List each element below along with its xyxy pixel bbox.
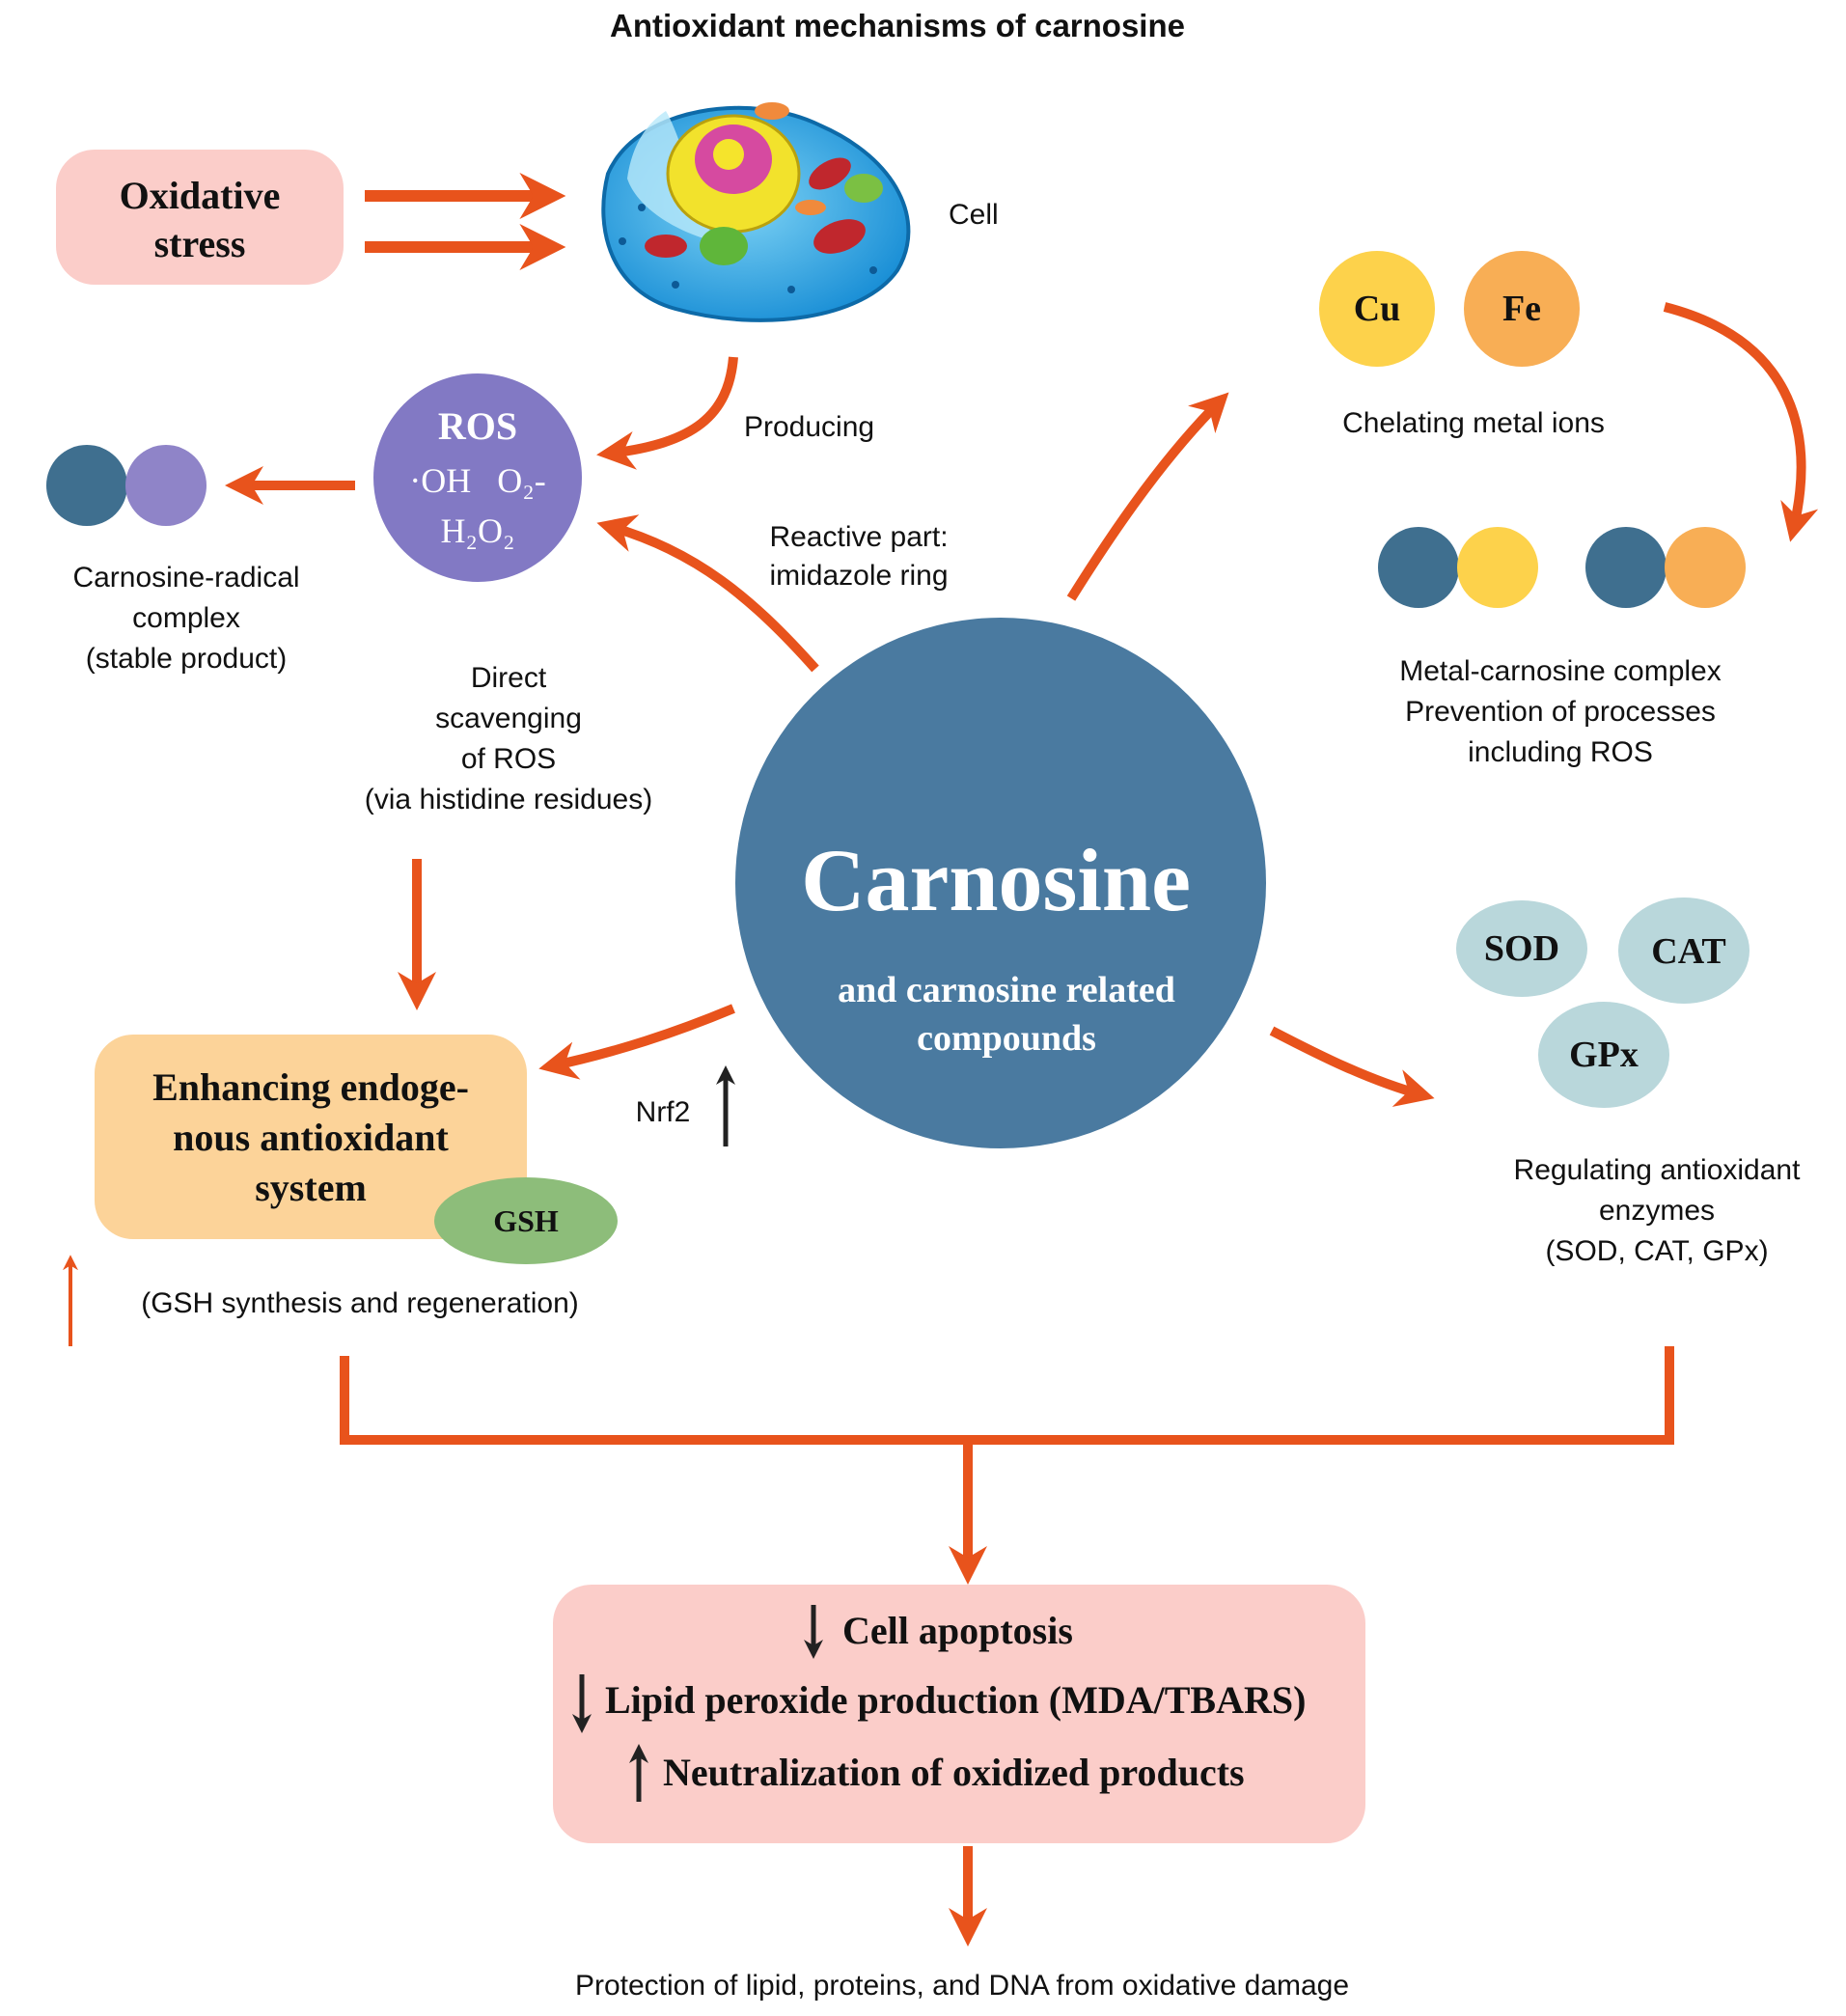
metal-complex-line2: Prevention of processes (1405, 696, 1716, 728)
oxidative-stress-box (56, 150, 344, 285)
reactive-part-line1: Reactive part: (769, 521, 948, 553)
carnosine-to-endogenous-arrow (538, 1004, 735, 1080)
direct-scavenging-line3: of ROS (461, 743, 556, 775)
endogenous-box (95, 1035, 527, 1239)
gpx-label: GPx (1569, 1035, 1639, 1075)
carnosine-to-ros-arrow (596, 514, 819, 673)
carnosine-ball (46, 445, 127, 526)
carnosine-subtitle-line1: and carnosine related (838, 970, 1175, 1010)
ros-species-line1: ·OH O₂- (409, 461, 546, 500)
carnosine-to-enzymes-arrow (1269, 1026, 1435, 1107)
sod-label: SOD (1484, 928, 1559, 969)
metal-complex-line3: including ROS (1468, 736, 1653, 768)
cat-enzyme (1618, 898, 1750, 1004)
protection-label: Protection of lipid, proteins, and DNA f… (575, 1970, 1349, 2002)
direct-scavenging-line4: (via histidine residues) (365, 784, 652, 815)
endogenous-line2: nous antioxidant (173, 1116, 449, 1159)
fe-label: Fe (1502, 289, 1541, 329)
direct-scavenging-line2: scavenging (435, 703, 582, 734)
gsh-synthesis-label: (GSH synthesis and regeneration) (141, 1287, 579, 1319)
ros-title: ROS (438, 404, 517, 448)
cu-label: Cu (1354, 289, 1401, 329)
regulating-line3: (SOD, CAT, GPx) (1545, 1235, 1768, 1267)
direct-scavenging-line1: Direct (471, 662, 547, 694)
metal-complex-line1: Metal-carnosine complex (1399, 655, 1721, 687)
endogenous-line1: Enhancing endoge- (152, 1065, 469, 1109)
outcome-line3: Neutralization of oxidized products (663, 1751, 1245, 1794)
cat-label: CAT (1651, 931, 1725, 972)
carnosine-subtitle-line2: compounds (917, 1018, 1096, 1059)
carnosine-radical-line3: (stable product) (86, 643, 287, 675)
carnosine-radical-line1: Carnosine-radical (72, 562, 299, 594)
nrf2-label: Nrf2 (636, 1096, 691, 1128)
oxidative-stress-line2: stress (154, 222, 246, 265)
carnosine-circle (735, 618, 1266, 1148)
endogenous-line3: system (255, 1166, 367, 1209)
cell-label: Cell (949, 199, 999, 231)
cu-ion (1319, 251, 1435, 367)
gsh-badge (434, 1177, 618, 1264)
sod-enzyme (1456, 900, 1587, 997)
complex-carnosine-ball-1 (1378, 527, 1459, 608)
reactive-part-line2: imidazole ring (769, 560, 948, 592)
ros-circle (373, 373, 582, 582)
outcome-line1: Cell apoptosis (842, 1609, 1073, 1652)
carnosine-title: Carnosine (801, 831, 1191, 929)
gsh-label: GSH (493, 1203, 559, 1238)
complex-carnosine-ball-2 (1585, 527, 1667, 608)
chelating-label: Chelating metal ions (1342, 407, 1605, 439)
producing-label: Producing (744, 411, 874, 443)
carnosine-to-metals-arrow (1066, 392, 1229, 601)
complex-cu-ball (1457, 527, 1538, 608)
regulating-line1: Regulating antioxidant (1514, 1154, 1802, 1186)
gpx-enzyme (1538, 1002, 1669, 1108)
regulating-line2: enzymes (1599, 1195, 1715, 1227)
outcomes-box (553, 1585, 1365, 1843)
metals-to-complex-arrow (1663, 302, 1819, 542)
ros-species-line2: H₂O₂ (440, 511, 514, 550)
fe-ion (1464, 251, 1580, 367)
cell-illustration (601, 102, 911, 322)
producing-arrow (596, 356, 738, 470)
outcome-line2: Lipid peroxide production (MDA/TBARS) (605, 1678, 1306, 1722)
carnosine-radical-line2: complex (132, 602, 240, 634)
complex-fe-ball (1665, 527, 1746, 608)
oxidative-stress-line1: Oxidative (120, 174, 281, 217)
merge-bracket (340, 1346, 1674, 1445)
radical-ball (125, 445, 207, 526)
diagram-title: Antioxidant mechanisms of carnosine (610, 8, 1185, 43)
